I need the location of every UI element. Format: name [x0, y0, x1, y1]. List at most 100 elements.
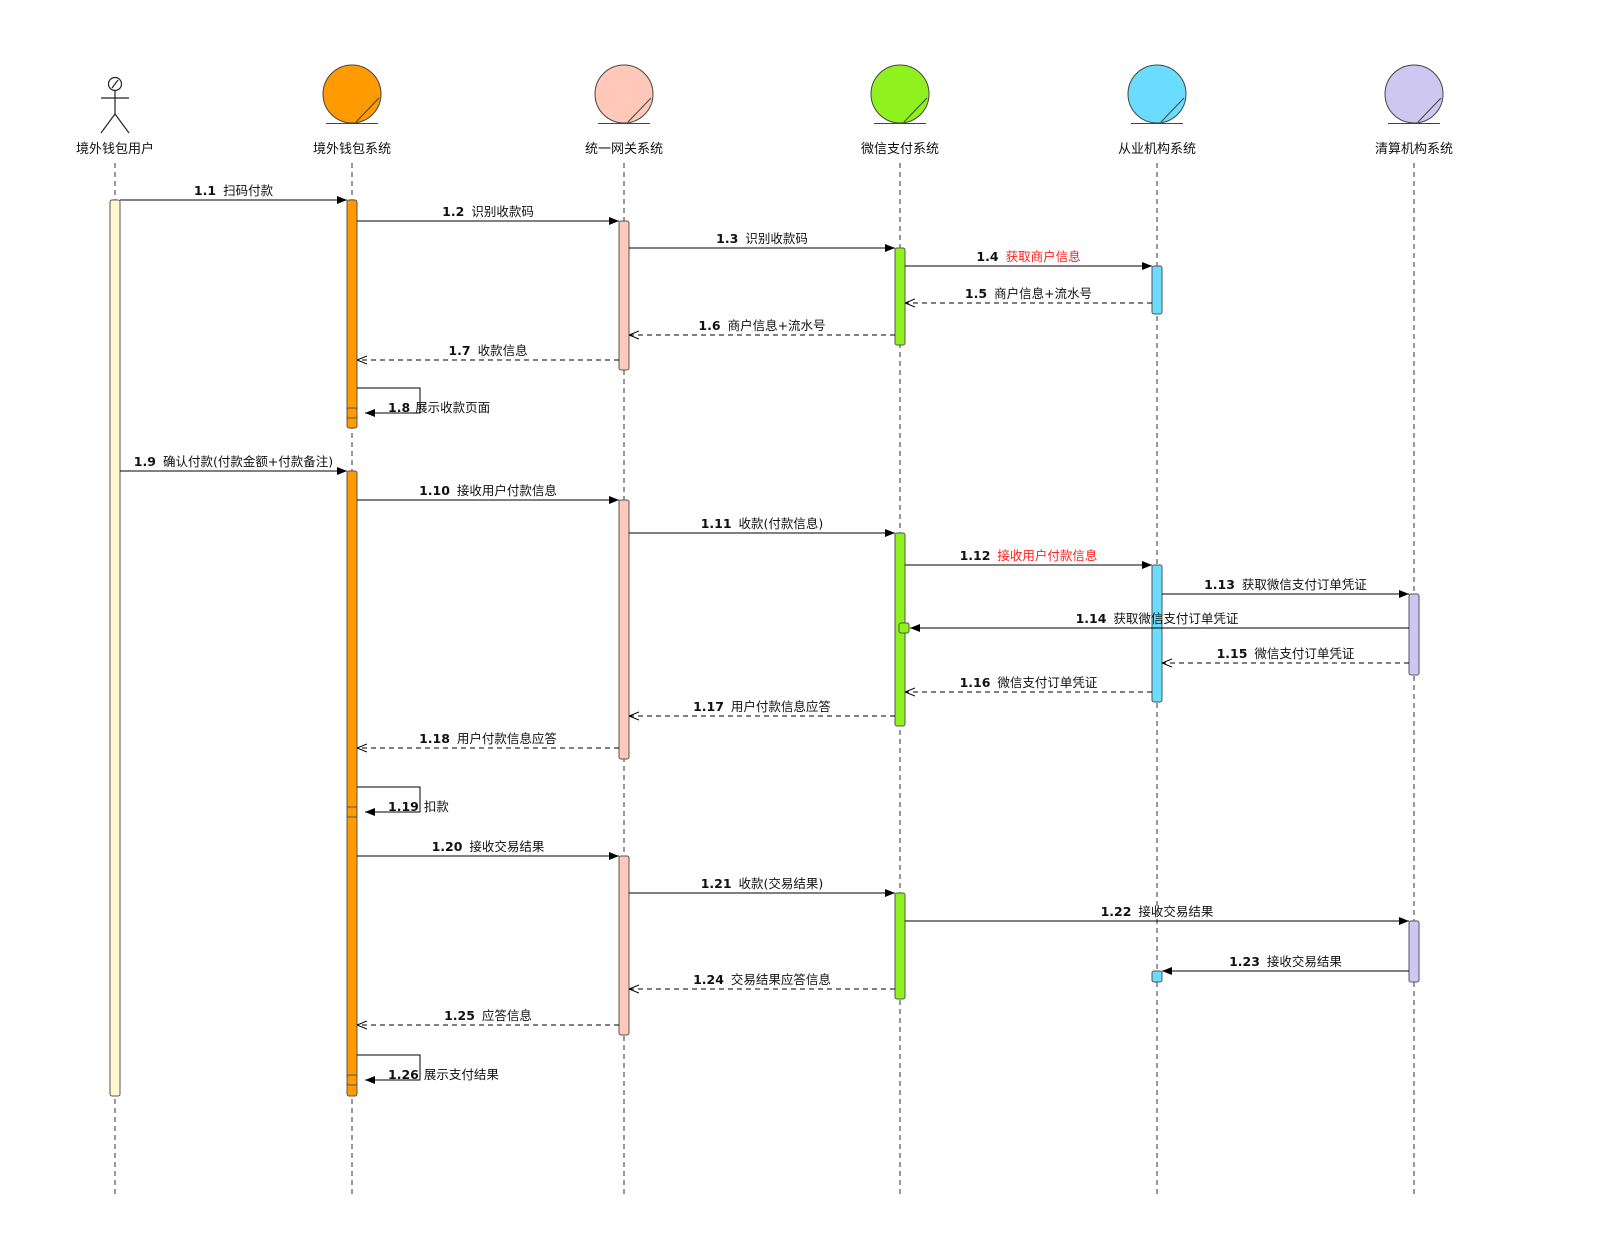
activation-bar-inst: [1151, 564, 1163, 703]
message-1-18: 1.18 用户付款信息应答: [357, 731, 619, 748]
self-arrow: [357, 1054, 421, 1084]
message-number: 1.22: [1101, 904, 1132, 919]
message-text: 接收用户付款信息: [457, 483, 557, 498]
entity-icon: [1384, 64, 1444, 124]
participant-label: 统一网关系统: [585, 142, 663, 157]
activation-bar-wechat: [894, 247, 906, 346]
message-text: 获取微信支付订单凭证: [1242, 577, 1368, 592]
participant-inst: 从业机构系统: [1118, 64, 1196, 157]
message-number: 1.5: [965, 286, 987, 301]
message-1-8: 1.8 展示收款页面: [346, 387, 490, 419]
message-number: 1.15: [1217, 646, 1248, 661]
participant-wechat: 微信支付系统: [861, 64, 939, 157]
activation-bar-clearing: [1408, 593, 1420, 676]
message-number: 1.19: [388, 799, 419, 814]
message-text: 用户付款信息应答: [731, 699, 832, 714]
message-text: 识别收款码: [471, 204, 534, 219]
message-1-22: 1.22 接收交易结果: [905, 904, 1409, 925]
message-number: 1.17: [693, 699, 724, 714]
activation-bar-wallet: [346, 470, 358, 1097]
message-text: 商户信息+流水号: [728, 318, 826, 333]
self-activation: [346, 407, 358, 419]
message-number: 1.2: [442, 204, 464, 219]
message-number: 1.24: [693, 972, 724, 987]
message-number: 1.1: [194, 183, 216, 198]
message-1-15: 1.15 微信支付订单凭证: [1162, 646, 1409, 663]
message-number: 1.9: [134, 454, 156, 469]
message-text: 收款(付款信息): [739, 516, 824, 531]
participant-gateway: 统一网关系统: [585, 64, 663, 157]
message-1-17: 1.17 用户付款信息应答: [629, 699, 895, 716]
activation-bar-inst: [1151, 265, 1163, 315]
message-text: 交易结果应答信息: [731, 972, 831, 987]
entity-icon: [322, 64, 382, 124]
message-number: 1.26: [388, 1067, 419, 1082]
actor-icon: [100, 76, 130, 134]
self-arrow: [357, 387, 421, 417]
message-1-19: 1.19 扣款: [346, 786, 449, 818]
message-number: 1.12: [960, 548, 991, 563]
message-1-2: 1.2 识别收款码: [357, 204, 619, 225]
message-1-1: 1.1 扫码付款: [120, 183, 347, 204]
activation-bar-wechat: [898, 622, 910, 634]
message-text: 接收交易结果: [1138, 904, 1214, 919]
message-1-6: 1.6 商户信息+流水号: [629, 318, 895, 335]
message-text: 应答信息: [482, 1008, 532, 1023]
activation-bar-gateway: [618, 855, 630, 1036]
participant-label: 境外钱包系统: [313, 142, 391, 157]
message-number: 1.7: [448, 343, 470, 358]
message-text: 扫码付款: [223, 183, 274, 198]
message-text: 展示收款页面: [415, 400, 490, 415]
message-text: 接收交易结果: [1267, 954, 1343, 969]
message-number: 1.18: [419, 731, 450, 746]
message-number: 1.3: [716, 231, 738, 246]
entity-icon: [1127, 64, 1187, 124]
message-text: 扣款: [424, 799, 450, 814]
message-text: 展示支付结果: [424, 1067, 500, 1082]
message-text: 微信支付订单凭证: [1254, 646, 1355, 661]
message-text: 用户付款信息应答: [457, 731, 558, 746]
message-number: 1.21: [701, 876, 732, 891]
activation-bar-user: [109, 199, 121, 1097]
message-text: 微信支付订单凭证: [997, 675, 1098, 690]
message-1-5: 1.5 商户信息+流水号: [905, 286, 1152, 303]
activation-bar-wechat: [894, 892, 906, 1000]
message-number: 1.6: [698, 318, 720, 333]
message-text: 商户信息+流水号: [994, 286, 1092, 301]
activation-bar-gateway: [618, 220, 630, 371]
message-number: 1.11: [701, 516, 732, 531]
participant-label: 从业机构系统: [1118, 142, 1196, 157]
message-number: 1.8: [388, 400, 410, 415]
participant-wallet: 境外钱包系统: [313, 64, 391, 157]
entity-icon: [594, 64, 654, 124]
